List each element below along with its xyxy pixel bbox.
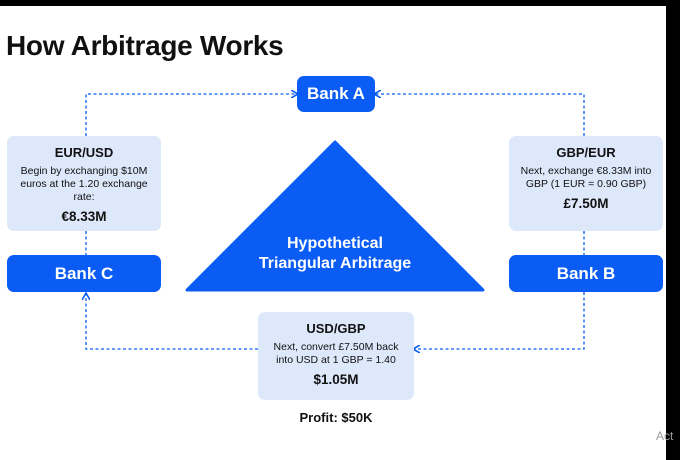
step-usd-gbp-description: Next, convert £7.50M back into USD at 1 … [273,341,399,366]
connector-c-to-a [85,94,297,136]
step-eur-usd-box: EUR/USD Begin by exchanging $10M euros a… [7,136,161,231]
infographic-card: How Arbitrage Works Bank A Bank C Bank B… [0,6,666,460]
step-usd-gbp-amount: $1.05M [313,372,359,387]
step-gbp-eur-amount: £7.50M [563,196,609,211]
activation-watermark: Act [656,429,674,443]
step-eur-usd-pair: EUR/USD [54,145,114,160]
flow-connectors [0,6,585,460]
step-gbp-eur-box: GBP/EUR Next, exchange €8.33M into GBP (… [509,136,663,231]
bank-c-box: Bank C [7,255,161,292]
connector-b-to-d [414,292,585,349]
triangle-label: Hypothetical Triangular Arbitrage [220,234,450,274]
arbitrage-triangle [185,140,485,292]
step-eur-usd-description: Begin by exchanging $10M euros at the 1.… [20,165,148,203]
triangle-label-line1: Hypothetical [286,235,383,252]
page-title: How Arbitrage Works [6,30,284,61]
step-eur-usd-amount: €8.33M [61,209,107,224]
triangle-label-line2: Triangular Arbitrage [258,255,412,272]
profit-label: Profit: $50K [299,410,373,425]
step-gbp-eur-pair: GBP/EUR [556,145,616,160]
step-gbp-eur-description: Next, exchange €8.33M into GBP (1 EUR = … [520,165,652,190]
bank-a-box: Bank A [297,76,375,112]
step-usd-gbp-box: USD/GBP Next, convert £7.50M back into U… [258,312,414,400]
step-usd-gbp-pair: USD/GBP [306,321,366,336]
connector-b-to-a [375,94,585,136]
connector-d-to-c [86,294,258,350]
bank-b-box: Bank B [509,255,663,292]
